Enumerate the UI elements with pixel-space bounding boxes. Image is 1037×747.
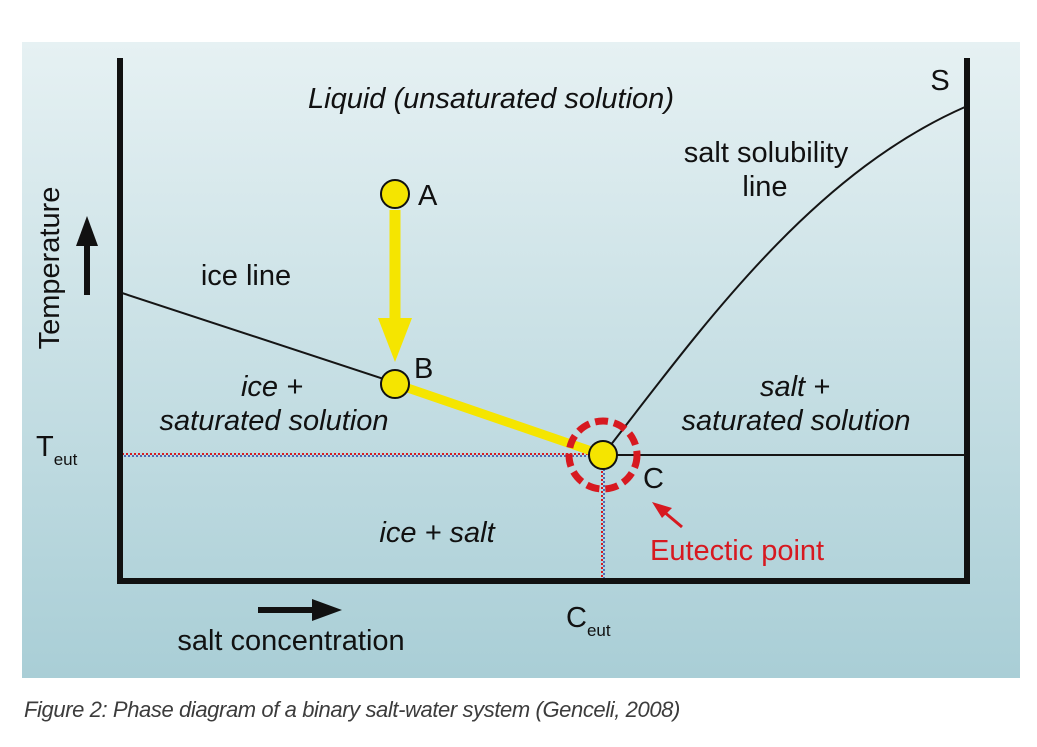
point-c-marker: [588, 440, 618, 470]
ceut-dotted-line: [601, 455, 605, 580]
eutectic-circle: [565, 417, 641, 493]
point-b-label: B: [414, 353, 433, 385]
point-b-marker: [380, 369, 410, 399]
y-axis-label: Temperature: [34, 187, 66, 350]
x-axis-label: salt concentration: [177, 625, 404, 657]
ice-solution-label-2: saturated solution: [160, 405, 389, 437]
point-a-label: A: [418, 180, 438, 212]
ice-salt-region-label: ice + salt: [379, 517, 496, 549]
salt-solution-label-2: saturated solution: [682, 405, 911, 437]
solubility-line-label-1: salt solubility: [684, 137, 849, 169]
path-arrowhead-icon: [378, 318, 412, 362]
teut-dotted-line: [122, 453, 603, 457]
point-c-label: C: [643, 463, 664, 495]
eutectic-arrow-icon: [652, 502, 683, 529]
ice-solution-label-1: ice +: [241, 371, 303, 403]
x-arrow-icon: [258, 599, 342, 621]
ice-line: [121, 292, 397, 384]
axes-frame: [117, 58, 970, 584]
c-eut-label: Ceut: [566, 602, 611, 640]
eutectic-point-label: Eutectic point: [650, 535, 824, 567]
t-eut-label: Teut: [36, 431, 78, 469]
s-label: S: [930, 65, 949, 97]
diagram-background: [22, 42, 1020, 678]
solubility-line-label-2: line: [742, 171, 787, 203]
ice-line-label: ice line: [201, 260, 291, 292]
point-a-marker: [380, 179, 410, 209]
y-arrow-icon: [76, 216, 98, 295]
figure-caption: Figure 2: Phase diagram of a binary salt…: [24, 697, 680, 722]
salt-solubility-line: [602, 106, 966, 456]
salt-solution-label-1: salt +: [760, 371, 830, 403]
liquid-region-label: Liquid (unsaturated solution): [308, 83, 674, 115]
